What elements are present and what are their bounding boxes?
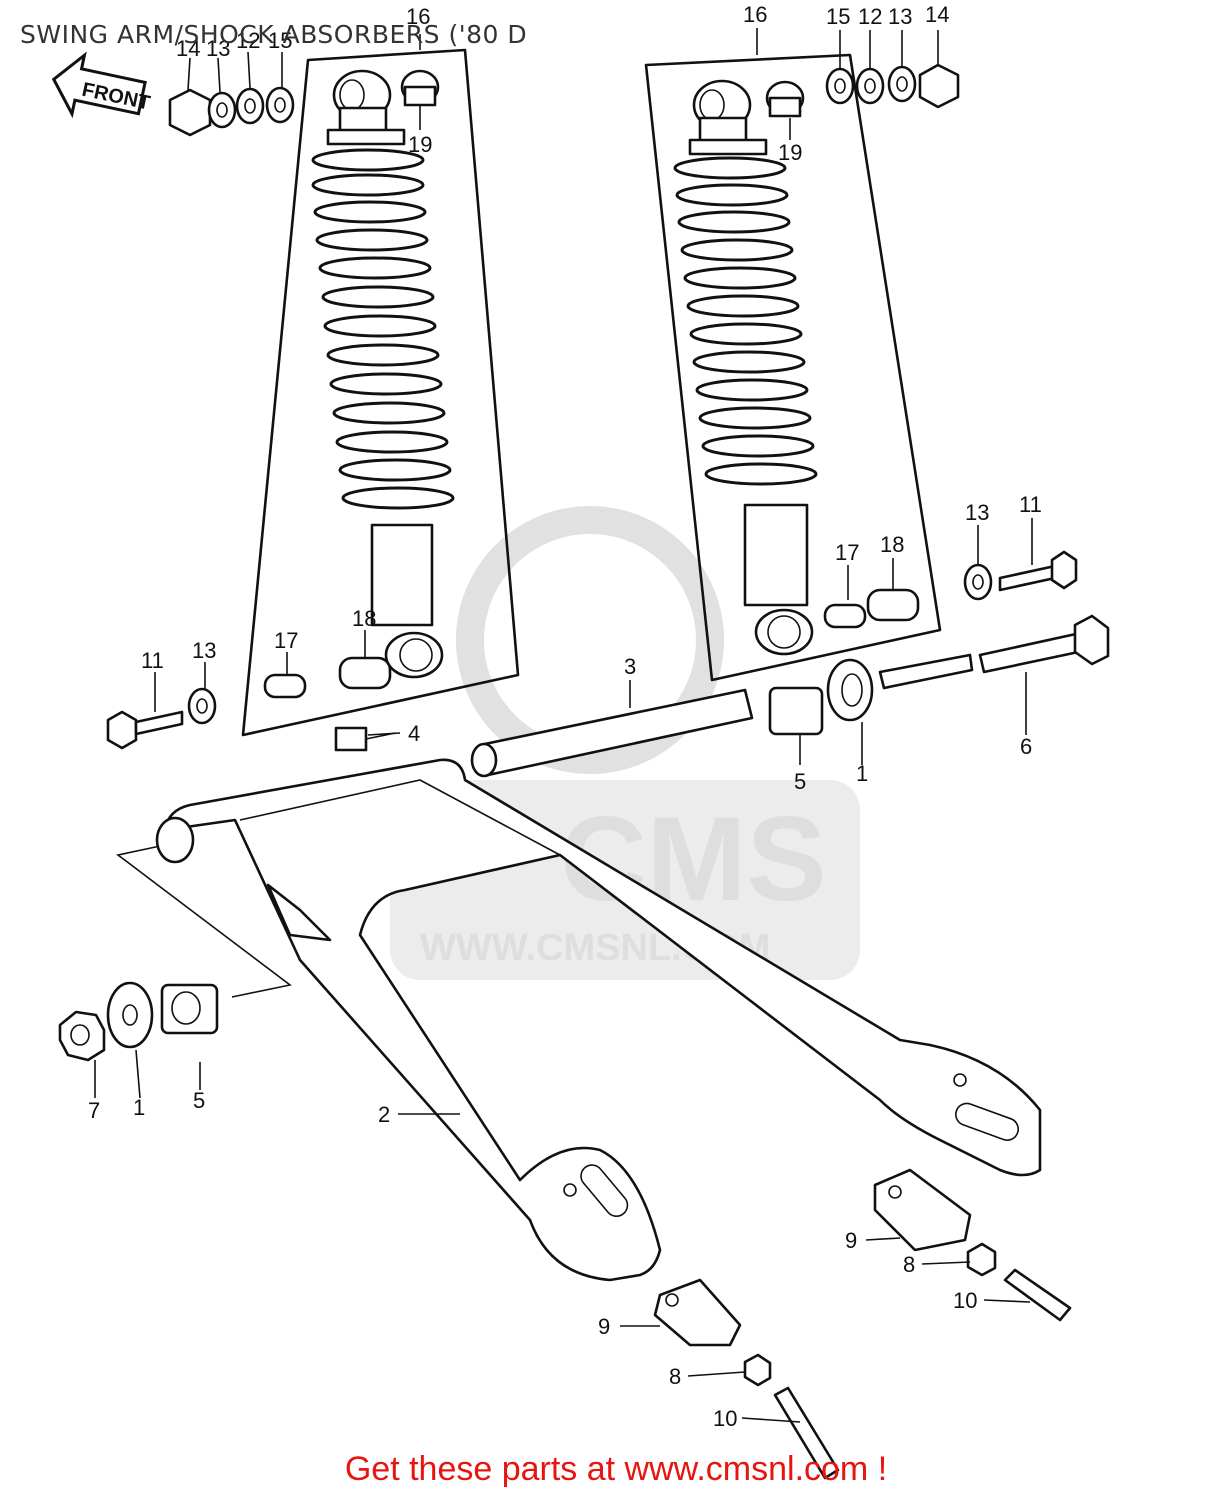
callout-12: 12 <box>236 28 260 53</box>
callout-18: 18 <box>880 532 904 557</box>
callout-13: 13 <box>192 638 216 663</box>
left-shock-assembly <box>241 48 520 737</box>
callout-14: 14 <box>925 2 949 27</box>
callout-11: 11 <box>141 648 164 673</box>
right-shock-assembly <box>644 53 942 682</box>
callout-15: 15 <box>826 4 850 29</box>
callout-14: 14 <box>176 36 200 61</box>
callout-5: 5 <box>794 769 806 794</box>
callout-12: 12 <box>858 4 882 29</box>
watermark-brand: CMS <box>560 792 827 926</box>
callout-9: 9 <box>598 1314 610 1339</box>
leader-lines <box>94 28 1033 1423</box>
callout-5: 5 <box>193 1088 205 1113</box>
pivot-hardware-right <box>768 614 1110 736</box>
callout-16: 16 <box>743 2 767 27</box>
callout-18: 18 <box>352 606 376 631</box>
callout-10: 10 <box>953 1288 977 1313</box>
callout-19: 19 <box>408 132 432 157</box>
callout-2: 2 <box>378 1102 390 1127</box>
callout-8: 8 <box>903 1252 915 1277</box>
bolt-left <box>106 687 217 750</box>
page-title: SWING ARM/SHOCK ABSORBERS ('80 D <box>20 20 528 49</box>
grease-nipple <box>334 726 396 752</box>
hardware-left-top <box>168 86 295 137</box>
callout-1: 1 <box>133 1095 145 1120</box>
front-arrow: FRONT <box>51 51 152 119</box>
callout-labels: 16 14 13 12 15 19 16 15 12 13 14 19 13 1… <box>88 2 1042 1431</box>
callout-10: 10 <box>713 1406 737 1431</box>
callout-6: 6 <box>1020 734 1032 759</box>
callout-17: 17 <box>274 628 298 653</box>
callout-13: 13 <box>965 500 989 525</box>
callout-8: 8 <box>669 1364 681 1389</box>
callout-3: 3 <box>624 654 636 679</box>
chain-adjuster-left <box>653 1278 840 1480</box>
callout-7: 7 <box>88 1098 100 1123</box>
guide-lines <box>116 844 292 998</box>
callout-13: 13 <box>206 36 230 61</box>
hardware-right-top <box>825 63 960 109</box>
callout-15: 15 <box>268 28 292 53</box>
chain-adjuster-right <box>873 1168 1072 1322</box>
callout-1: 1 <box>856 761 868 786</box>
callout-17: 17 <box>835 540 859 565</box>
pivot-hardware-left <box>58 981 219 1062</box>
callout-11: 11 <box>1019 492 1042 517</box>
callout-13: 13 <box>888 4 912 29</box>
bolt-right <box>963 550 1078 601</box>
swing-arm <box>155 758 1042 1282</box>
callout-16: 16 <box>406 4 430 29</box>
callout-19: 19 <box>778 140 802 165</box>
callout-4: 4 <box>408 721 420 746</box>
pivot-sleeve <box>470 688 754 778</box>
callout-9: 9 <box>845 1228 857 1253</box>
footer-link[interactable]: Get these parts at www.cmsnl.com ! <box>344 1450 888 1488</box>
